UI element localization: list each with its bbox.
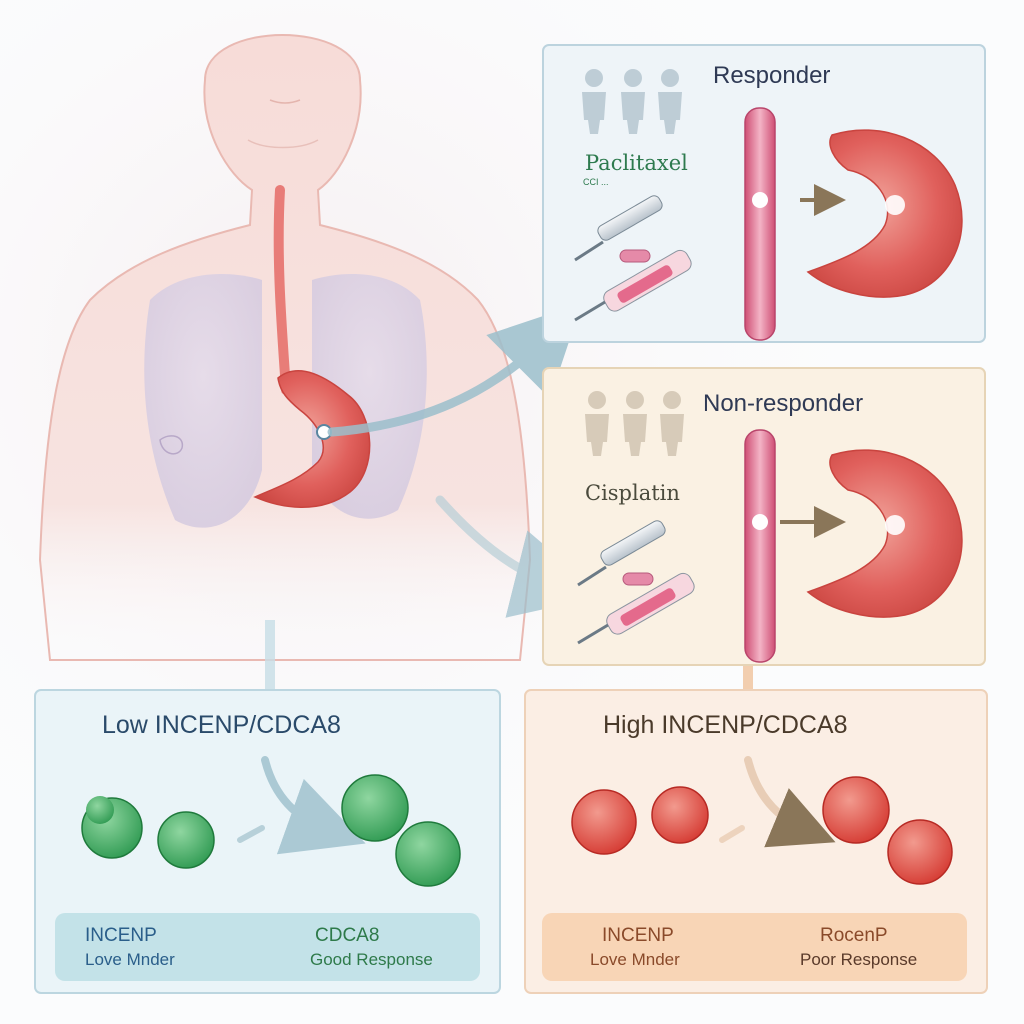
low-legend-right-bottom: Good Response <box>310 950 433 969</box>
low-small-arrow <box>237 825 265 843</box>
high-group-title: High INCENP/CDCA8 <box>603 711 848 739</box>
torso-stomach <box>253 370 371 508</box>
syringe-icon <box>574 195 692 322</box>
non-responder-panel <box>542 367 986 666</box>
people-icon <box>585 391 684 456</box>
high-expression-panel <box>524 689 988 994</box>
esophagus <box>273 185 291 395</box>
mouth <box>269 99 301 104</box>
responder-drug-label: Paclitaxel <box>585 151 688 175</box>
low-expression-panel <box>34 689 501 994</box>
high-small-arrow <box>719 825 745 843</box>
low-legend-left-top: INCENP <box>85 925 157 946</box>
low-group-title: Low INCENP/CDCA8 <box>102 711 341 739</box>
responder-title: Responder <box>713 62 831 89</box>
responder-stomach-highlight <box>885 195 905 215</box>
low-curved-arrow <box>261 756 366 855</box>
red-cell-cluster <box>571 776 953 885</box>
responder-drug-subtext: CCI ... <box>583 177 609 187</box>
torso-illustration <box>38 34 532 661</box>
tube-icon <box>744 107 776 341</box>
tube-highlight <box>752 514 768 530</box>
high-legend-right-bottom: Poor Response <box>800 950 918 969</box>
low-legend-right-top: CDCA8 <box>315 925 380 946</box>
high-legend-bar <box>542 913 967 981</box>
green-cell-cluster <box>81 774 461 887</box>
non-responder-stomach-highlight <box>885 515 905 535</box>
responder-stomach <box>806 129 963 298</box>
high-curved-arrow <box>744 756 836 848</box>
non-responder-title: Non-responder <box>703 390 864 417</box>
people-icon <box>582 69 682 134</box>
low-legend-bar <box>55 913 480 981</box>
high-legend-right-top: RocenP <box>820 925 888 946</box>
high-legend-left-top: INCENP <box>602 925 674 946</box>
responder-panel <box>542 44 986 343</box>
non-responder-stomach <box>806 449 963 618</box>
syringe-icon <box>577 520 695 645</box>
non-responder-drug-label: Cisplatin <box>585 481 680 505</box>
tube-highlight <box>752 192 768 208</box>
jaw-line <box>247 139 319 149</box>
high-legend-left-bottom: Love Mnder <box>590 950 680 969</box>
left-lung <box>144 274 262 528</box>
tube-icon <box>744 429 776 663</box>
lung-node <box>159 435 184 455</box>
arrow-to-responder <box>327 303 582 437</box>
low-legend-left-bottom: Love Mnder <box>85 950 175 969</box>
